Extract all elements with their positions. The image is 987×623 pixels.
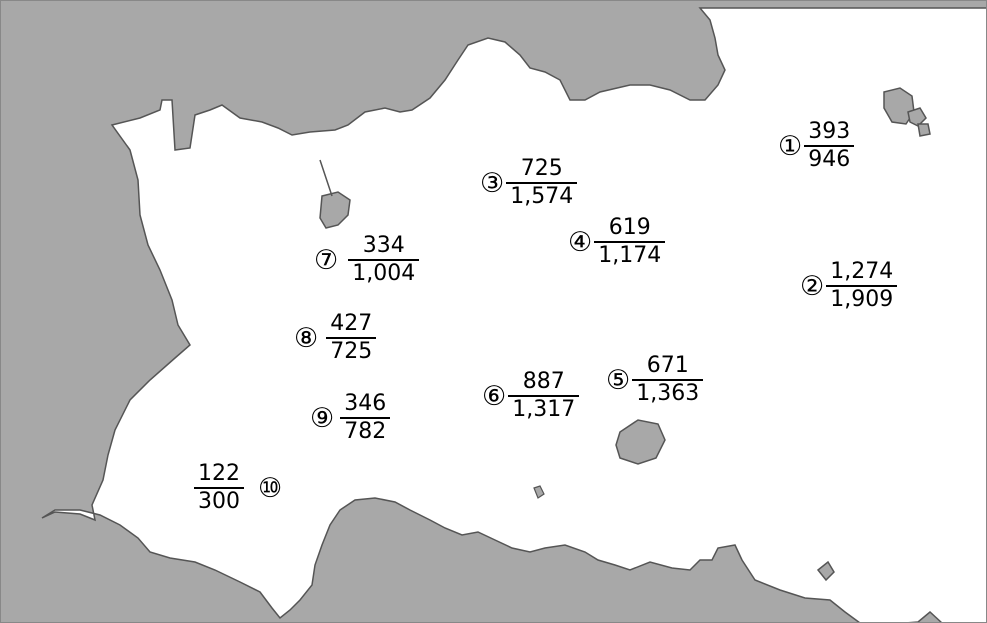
island-southeast [816, 560, 835, 582]
land-mass [41, 7, 987, 623]
area-denominator-3: 1,574 [510, 184, 574, 209]
fraction-bar [508, 395, 580, 397]
area-marker-10: ⑩ [258, 472, 283, 504]
fraction-bar [326, 337, 377, 339]
area-fraction-8: 427 725 [326, 311, 377, 364]
island-west [319, 191, 351, 229]
fraction-bar [804, 145, 855, 147]
area-denominator-9: 782 [344, 419, 387, 444]
area-label-8: ⑧ 427 725 [292, 311, 377, 364]
fraction-bar [506, 182, 578, 184]
fraction-bar [340, 417, 391, 419]
area-fraction-6: 887 1,317 [508, 369, 580, 422]
bridge-line [319, 159, 333, 197]
area-numerator-1: 393 [808, 119, 851, 144]
area-numerator-2: 1,274 [830, 259, 894, 284]
area-marker-5: ⑤ [606, 364, 631, 396]
area-label-3: ③ 725 1,574 [478, 156, 578, 209]
area-denominator-2: 1,909 [830, 287, 894, 312]
area-label-7: ⑦ 334 1,004 [312, 233, 420, 286]
area-fraction-1: 393 946 [804, 119, 855, 172]
area-denominator-8: 725 [330, 339, 373, 364]
area-fraction-10: 122 300 [194, 462, 244, 514]
area-label-2: ② 1,274 1,909 [798, 259, 898, 312]
area-marker-9: ⑨ [310, 402, 335, 434]
area-numerator-8: 427 [330, 311, 373, 336]
area-marker-8: ⑧ [294, 322, 319, 354]
area-fraction-2: 1,274 1,909 [826, 259, 898, 312]
area-label-6: ⑥ 887 1,317 [480, 369, 580, 422]
area-marker-3: ③ [480, 167, 505, 199]
area-marker-7: ⑦ [314, 244, 339, 276]
island-south [615, 419, 666, 465]
area-denominator-10: 300 [198, 489, 240, 514]
area-fraction-9: 346 782 [340, 391, 391, 444]
area-denominator-4: 1,174 [598, 243, 662, 268]
area-numerator-9: 346 [344, 391, 387, 416]
area-marker-4: ④ [568, 226, 593, 258]
area-numerator-4: 619 [608, 215, 651, 240]
area-marker-1: ① [778, 130, 803, 162]
area-denominator-6: 1,317 [512, 397, 576, 422]
area-numerator-6: 887 [522, 369, 565, 394]
area-numerator-3: 725 [520, 156, 563, 181]
area-fraction-7: 334 1,004 [348, 233, 420, 286]
fraction-bar [594, 241, 666, 243]
area-denominator-7: 1,004 [352, 261, 416, 286]
area-marker-2: ② [800, 270, 825, 302]
area-denominator-1: 946 [808, 147, 851, 172]
island-east-3 [917, 123, 931, 137]
fraction-bar [632, 379, 704, 381]
island-lake [533, 485, 545, 499]
island-east-2 [907, 107, 927, 127]
fraction-bar [348, 259, 420, 261]
area-fraction-4: 619 1,174 [594, 215, 666, 268]
area-label-4: ④ 619 1,174 [566, 215, 666, 268]
area-fraction-3: 725 1,574 [506, 156, 578, 209]
area-denominator-5: 1,363 [636, 381, 700, 406]
area-label-1: ① 393 946 [776, 119, 855, 172]
area-numerator-7: 334 [362, 233, 405, 258]
area-label-10: ⑩ 122 300 [194, 462, 284, 514]
area-marker-6: ⑥ [482, 380, 507, 412]
area-fraction-5: 671 1,363 [632, 353, 704, 406]
area-numerator-10: 122 [198, 461, 240, 486]
area-label-9: ⑨ 346 782 [308, 391, 391, 444]
area-numerator-5: 671 [646, 353, 689, 378]
fraction-bar [194, 487, 244, 489]
area-label-5: ⑤ 671 1,363 [604, 353, 704, 406]
fraction-bar [826, 285, 898, 287]
